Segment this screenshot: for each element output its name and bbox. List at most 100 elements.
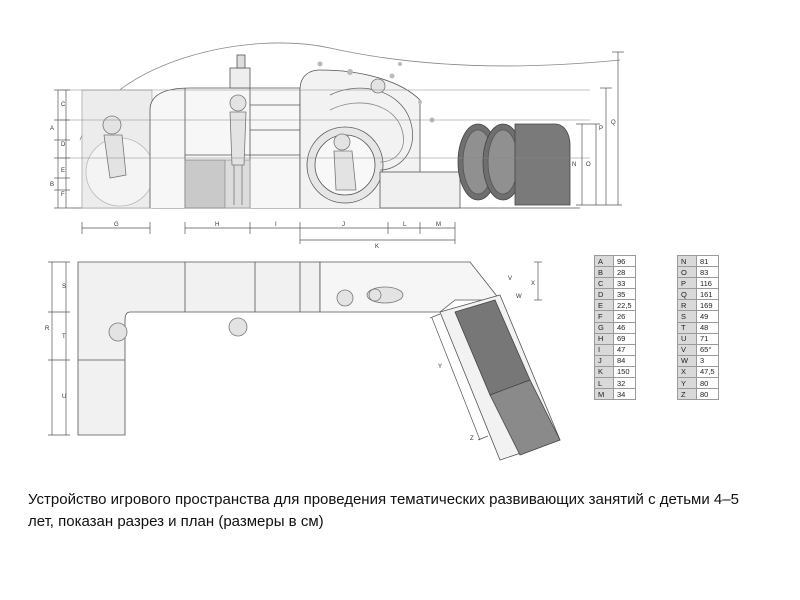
dimension-key: A <box>594 254 614 268</box>
dimension-key: G <box>594 321 614 334</box>
dimension-value: 80 <box>696 377 719 390</box>
dimension-key: H <box>594 332 614 345</box>
dim-label-j: J <box>342 222 345 228</box>
dim-label-r: R <box>45 326 50 332</box>
dimension-value: 46 <box>613 321 636 334</box>
dimension-key: C <box>594 277 614 290</box>
dim-label-z: Z <box>470 436 474 442</box>
dimension-value: 35 <box>613 288 636 301</box>
dimension-value: 71 <box>696 332 719 345</box>
dimension-key: B <box>594 266 614 279</box>
dimension-key: W <box>677 354 697 367</box>
dim-label-x: X <box>531 281 535 287</box>
dim-label-e: E <box>61 168 65 174</box>
dimension-value: 22,5 <box>613 299 636 312</box>
dimension-value: 47,5 <box>696 365 719 379</box>
plan-dimension-labels: S R T U V X W Y Z <box>45 276 535 442</box>
dim-label-n: N <box>572 162 576 168</box>
dim-label-g: G <box>114 222 119 228</box>
dimension-value: 33 <box>613 277 636 290</box>
dim-label-u: U <box>62 394 66 400</box>
dimension-value: 34 <box>613 388 636 401</box>
dimension-key: I <box>594 343 614 356</box>
dimension-value: 169 <box>696 299 719 312</box>
dimension-value: 150 <box>613 365 636 379</box>
dim-label-b: B <box>50 182 54 188</box>
dimension-value: 48 <box>696 321 719 334</box>
dim-label-p: P <box>599 126 603 132</box>
dim-label-t: T <box>62 334 66 340</box>
dimension-key: K <box>594 365 614 379</box>
dimension-key: F <box>594 310 614 323</box>
dimension-value: 65° <box>696 343 719 356</box>
dimension-key: J <box>594 354 614 367</box>
dimension-value: 116 <box>696 277 719 290</box>
dim-label-y: Y <box>438 364 442 370</box>
dim-label-i: I <box>275 222 277 228</box>
plan-view <box>48 261 561 461</box>
dimension-value: 26 <box>613 310 636 323</box>
play-space-drawing: C A D E B F G H I J L M K N O P Q <box>45 42 624 461</box>
dimension-key: X <box>677 365 697 379</box>
dimension-value: 84 <box>613 354 636 367</box>
dimension-key: D <box>594 288 614 301</box>
section-dimension-labels: C A D E B F G H I J L M K N O P Q <box>50 102 616 250</box>
dimension-key: O <box>677 266 697 279</box>
dimension-key: R <box>677 299 697 312</box>
figure-caption: Устройство игрового пространства для про… <box>28 491 739 530</box>
dimension-key: M <box>594 388 614 401</box>
dimension-value: 3 <box>696 354 719 367</box>
dimension-key: Q <box>677 288 697 301</box>
dimension-value: 83 <box>696 266 719 279</box>
dimension-key: T <box>677 321 697 334</box>
dim-label-o: O <box>586 162 591 168</box>
dimension-value: 69 <box>613 332 636 345</box>
dimension-value: 28 <box>613 266 636 279</box>
dim-label-a: A <box>50 126 54 132</box>
dimension-value: 47 <box>613 343 636 356</box>
dim-label-w: W <box>516 294 522 300</box>
dimension-key: V <box>677 343 697 356</box>
dimension-value: 161 <box>696 288 719 301</box>
dimension-value: 96 <box>613 254 636 268</box>
section-view <box>54 42 624 244</box>
dimension-key: E <box>594 299 614 312</box>
dim-label-d: D <box>61 142 66 148</box>
dim-label-s: S <box>62 284 66 290</box>
dimension-key: L <box>594 377 614 390</box>
dim-label-k: K <box>375 244 379 250</box>
dimension-value: 81 <box>696 254 719 268</box>
dimension-value: 49 <box>696 310 719 323</box>
dim-label-c: C <box>61 102 66 108</box>
dim-label-q: Q <box>611 120 616 126</box>
dimension-value: 80 <box>696 388 719 401</box>
dimension-key: P <box>677 277 697 290</box>
dimension-key: S <box>677 310 697 323</box>
